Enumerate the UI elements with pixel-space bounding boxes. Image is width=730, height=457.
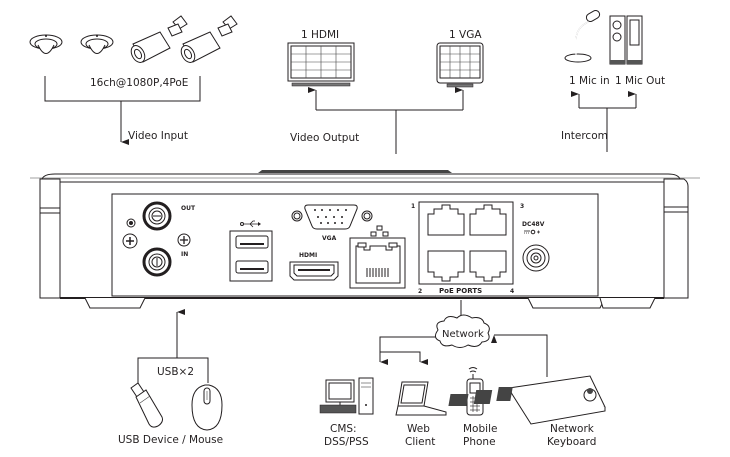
audio-out-label: OUT: [181, 205, 196, 212]
desktop-pc-icon: [319, 377, 374, 415]
network-label: Network: [442, 329, 484, 340]
lan-port[interactable]: [349, 237, 406, 289]
hdmi-output-label: 1 HDMI: [301, 29, 339, 41]
cms-label-line1: CMS:: [330, 423, 357, 435]
poe-port-3[interactable]: [469, 204, 507, 236]
camera-group: [29, 15, 238, 63]
intercom-label: Intercom: [561, 130, 608, 142]
video-input-spec: 16ch@1080P,4PoE: [90, 77, 188, 89]
usb-devices-label: USB Device / Mouse: [118, 434, 223, 446]
poe-port-number-2: 2: [418, 288, 422, 295]
mobile-phone-label-line2: Phone: [463, 436, 496, 448]
network-symbol-icon: [370, 225, 389, 237]
bullet-camera-icon: [180, 15, 238, 63]
web-client-label-line1: Web: [407, 423, 430, 435]
laptop-icon: [395, 381, 447, 416]
network-cloud-icon: [434, 314, 490, 348]
audio-out-jack[interactable]: [142, 201, 172, 231]
poe-port-number-3: 3: [520, 203, 524, 210]
mic-in-label: 1 Mic in: [569, 75, 610, 87]
audio-in-jack[interactable]: [142, 247, 172, 277]
dc-power-jack[interactable]: [522, 244, 550, 272]
hdmi-monitor-icon: [287, 42, 355, 87]
mouse-icon: [191, 384, 223, 431]
hdmi-port-label: HDMI: [299, 252, 317, 259]
video-input-bracket: [44, 76, 201, 102]
network-keyboard-icon: [448, 375, 606, 425]
mobile-phone-label-line1: Mobile: [463, 423, 497, 435]
video-output-label: Video Output: [290, 132, 359, 144]
network-keyboard-label-line2: Keyboard: [547, 436, 596, 448]
poe-port-2[interactable]: [427, 250, 465, 282]
usb-flash-drive-icon: [130, 382, 163, 428]
network-keyboard-label-line1: Network: [550, 423, 595, 435]
usb-count-label: USB×2: [157, 366, 194, 378]
vga-output-label: 1 VGA: [449, 29, 482, 41]
dc-power-label: DC48V: [522, 221, 545, 228]
hdmi-port[interactable]: [289, 261, 339, 281]
audio-in-label: IN: [181, 251, 188, 258]
speaker-icon: [609, 15, 643, 65]
ground-screw-icon: [122, 218, 138, 249]
vga-port-label: VGA: [322, 235, 337, 242]
video-input-label: Video Input: [128, 130, 188, 142]
network-to-cms-arrow: [379, 336, 436, 365]
poe-port-4[interactable]: [469, 250, 507, 282]
poe-port-number-1: 1: [411, 203, 415, 210]
polarity-icon: [524, 229, 540, 235]
dome-camera-icon: [29, 34, 63, 54]
dome-camera-icon: [80, 34, 114, 54]
mic-out-label: 1 Mic Out: [615, 75, 665, 87]
usb-bracket: [137, 357, 209, 383]
plus-screw-icon: [177, 233, 191, 247]
usb-symbol-icon: [240, 220, 261, 228]
bullet-camera-icon: [130, 15, 188, 63]
vga-port[interactable]: [291, 204, 373, 230]
keyboard-to-network-arrow: [491, 334, 548, 377]
usb-port-2[interactable]: [235, 260, 269, 274]
vga-monitor-icon: [436, 42, 484, 88]
poe-port-number-4: 4: [510, 288, 514, 295]
poe-port-1[interactable]: [427, 204, 465, 236]
network-to-web-arrow: [380, 351, 428, 365]
cms-label-line2: DSS/PSS: [324, 436, 369, 448]
web-client-label-line2: Client: [405, 436, 435, 448]
microphone-icon: [564, 10, 601, 63]
poe-ports-label: PoE PORTS: [439, 287, 482, 295]
